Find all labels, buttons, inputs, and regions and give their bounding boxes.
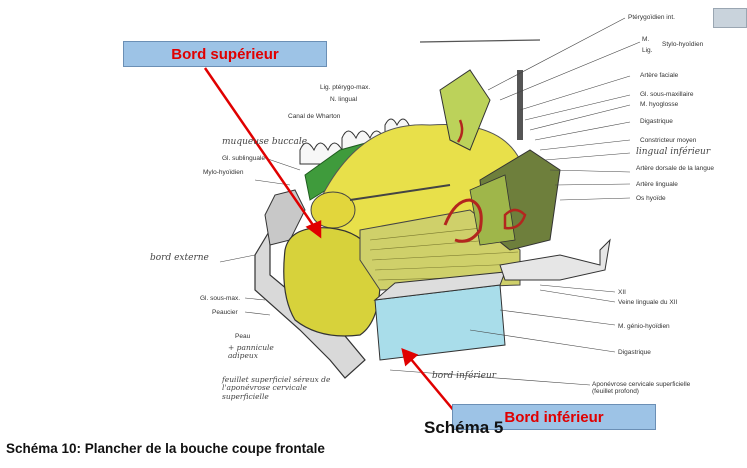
hyoid-bone: [499, 238, 611, 281]
figure-caption: Schéma 10: Plancher de la bouche coupe f…: [6, 441, 325, 456]
label-digastrique-2: Digastrique: [618, 349, 651, 356]
label-feuillet: feuillet superficiel séreux de l'aponévr…: [222, 375, 331, 401]
callout-bord-inferieur: Bord inférieur: [452, 404, 656, 430]
corner-box: [713, 8, 747, 28]
label-hyoglosse: M. hyoglosse: [640, 101, 679, 108]
label-peaucier: Peaucier: [212, 309, 238, 316]
label-xii: XII: [618, 289, 626, 296]
label-gl-sous-maxillaire: Gl. sous-maxillaire: [640, 91, 694, 98]
label-artere-linguale: Artère linguale: [636, 181, 678, 188]
callout-bottom-text: Bord inférieur: [504, 408, 604, 426]
label-muqueuse: muqueuse buccale: [222, 137, 308, 147]
label-aponevrose: Aponévrose cervicale superficielle (feui…: [592, 381, 691, 395]
label-artere-dorsale: Artère dorsale de la langue: [636, 165, 715, 172]
label-os-hyoide: Os hyoïde: [636, 195, 666, 202]
label-digastrique-1: Digastrique: [640, 118, 673, 125]
callout-top-text: Bord supérieur: [171, 45, 279, 63]
label-gl-sous-max: Gl. sous-max.: [200, 295, 241, 302]
stylo-muscle: [439, 69, 491, 151]
callout-arrows: [203, 67, 456, 413]
label-veine-linguale: Veine linguale du XII: [618, 299, 678, 306]
label-gl-sublinguale: Gl. sublinguale: [222, 155, 265, 162]
label-lig: Lig.: [642, 47, 653, 54]
label-peau: Peau: [235, 333, 251, 340]
label-constricteur: Constricteur moyen: [640, 137, 697, 144]
label-artere-faciale: Artère faciale: [640, 72, 679, 79]
label-geniohyoidien: M. génio-hyoïdien: [618, 323, 670, 330]
label-pterygoidien: Ptérygoïdien int.: [628, 14, 675, 21]
callout-bord-superieur: Bord supérieur: [123, 41, 327, 67]
label-bord-inferieur-hand: bord inférieur: [432, 371, 497, 381]
label-mylohyoidien: Mylo-hyoïdien: [203, 169, 244, 176]
label-stylohyoidien: Stylo-hyoïdien: [662, 41, 704, 48]
leader-lines: [219, 17, 641, 386]
label-n-lingual: N. lingual: [330, 96, 358, 103]
submandibular-gland: [283, 227, 381, 337]
label-wharton: Canal de Wharton: [288, 113, 341, 120]
label-lig-pterygo: Lig. ptérygo-max.: [320, 84, 371, 91]
label-pannicule: + pannicule adipeux: [228, 343, 274, 361]
label-lingual-inferieur: lingual inférieur: [636, 147, 711, 157]
label-bord-externe: bord externe: [150, 253, 209, 263]
lingual-artery: [443, 198, 483, 243]
schema-number: Schéma 5: [424, 418, 504, 437]
label-m: M.: [642, 36, 650, 43]
